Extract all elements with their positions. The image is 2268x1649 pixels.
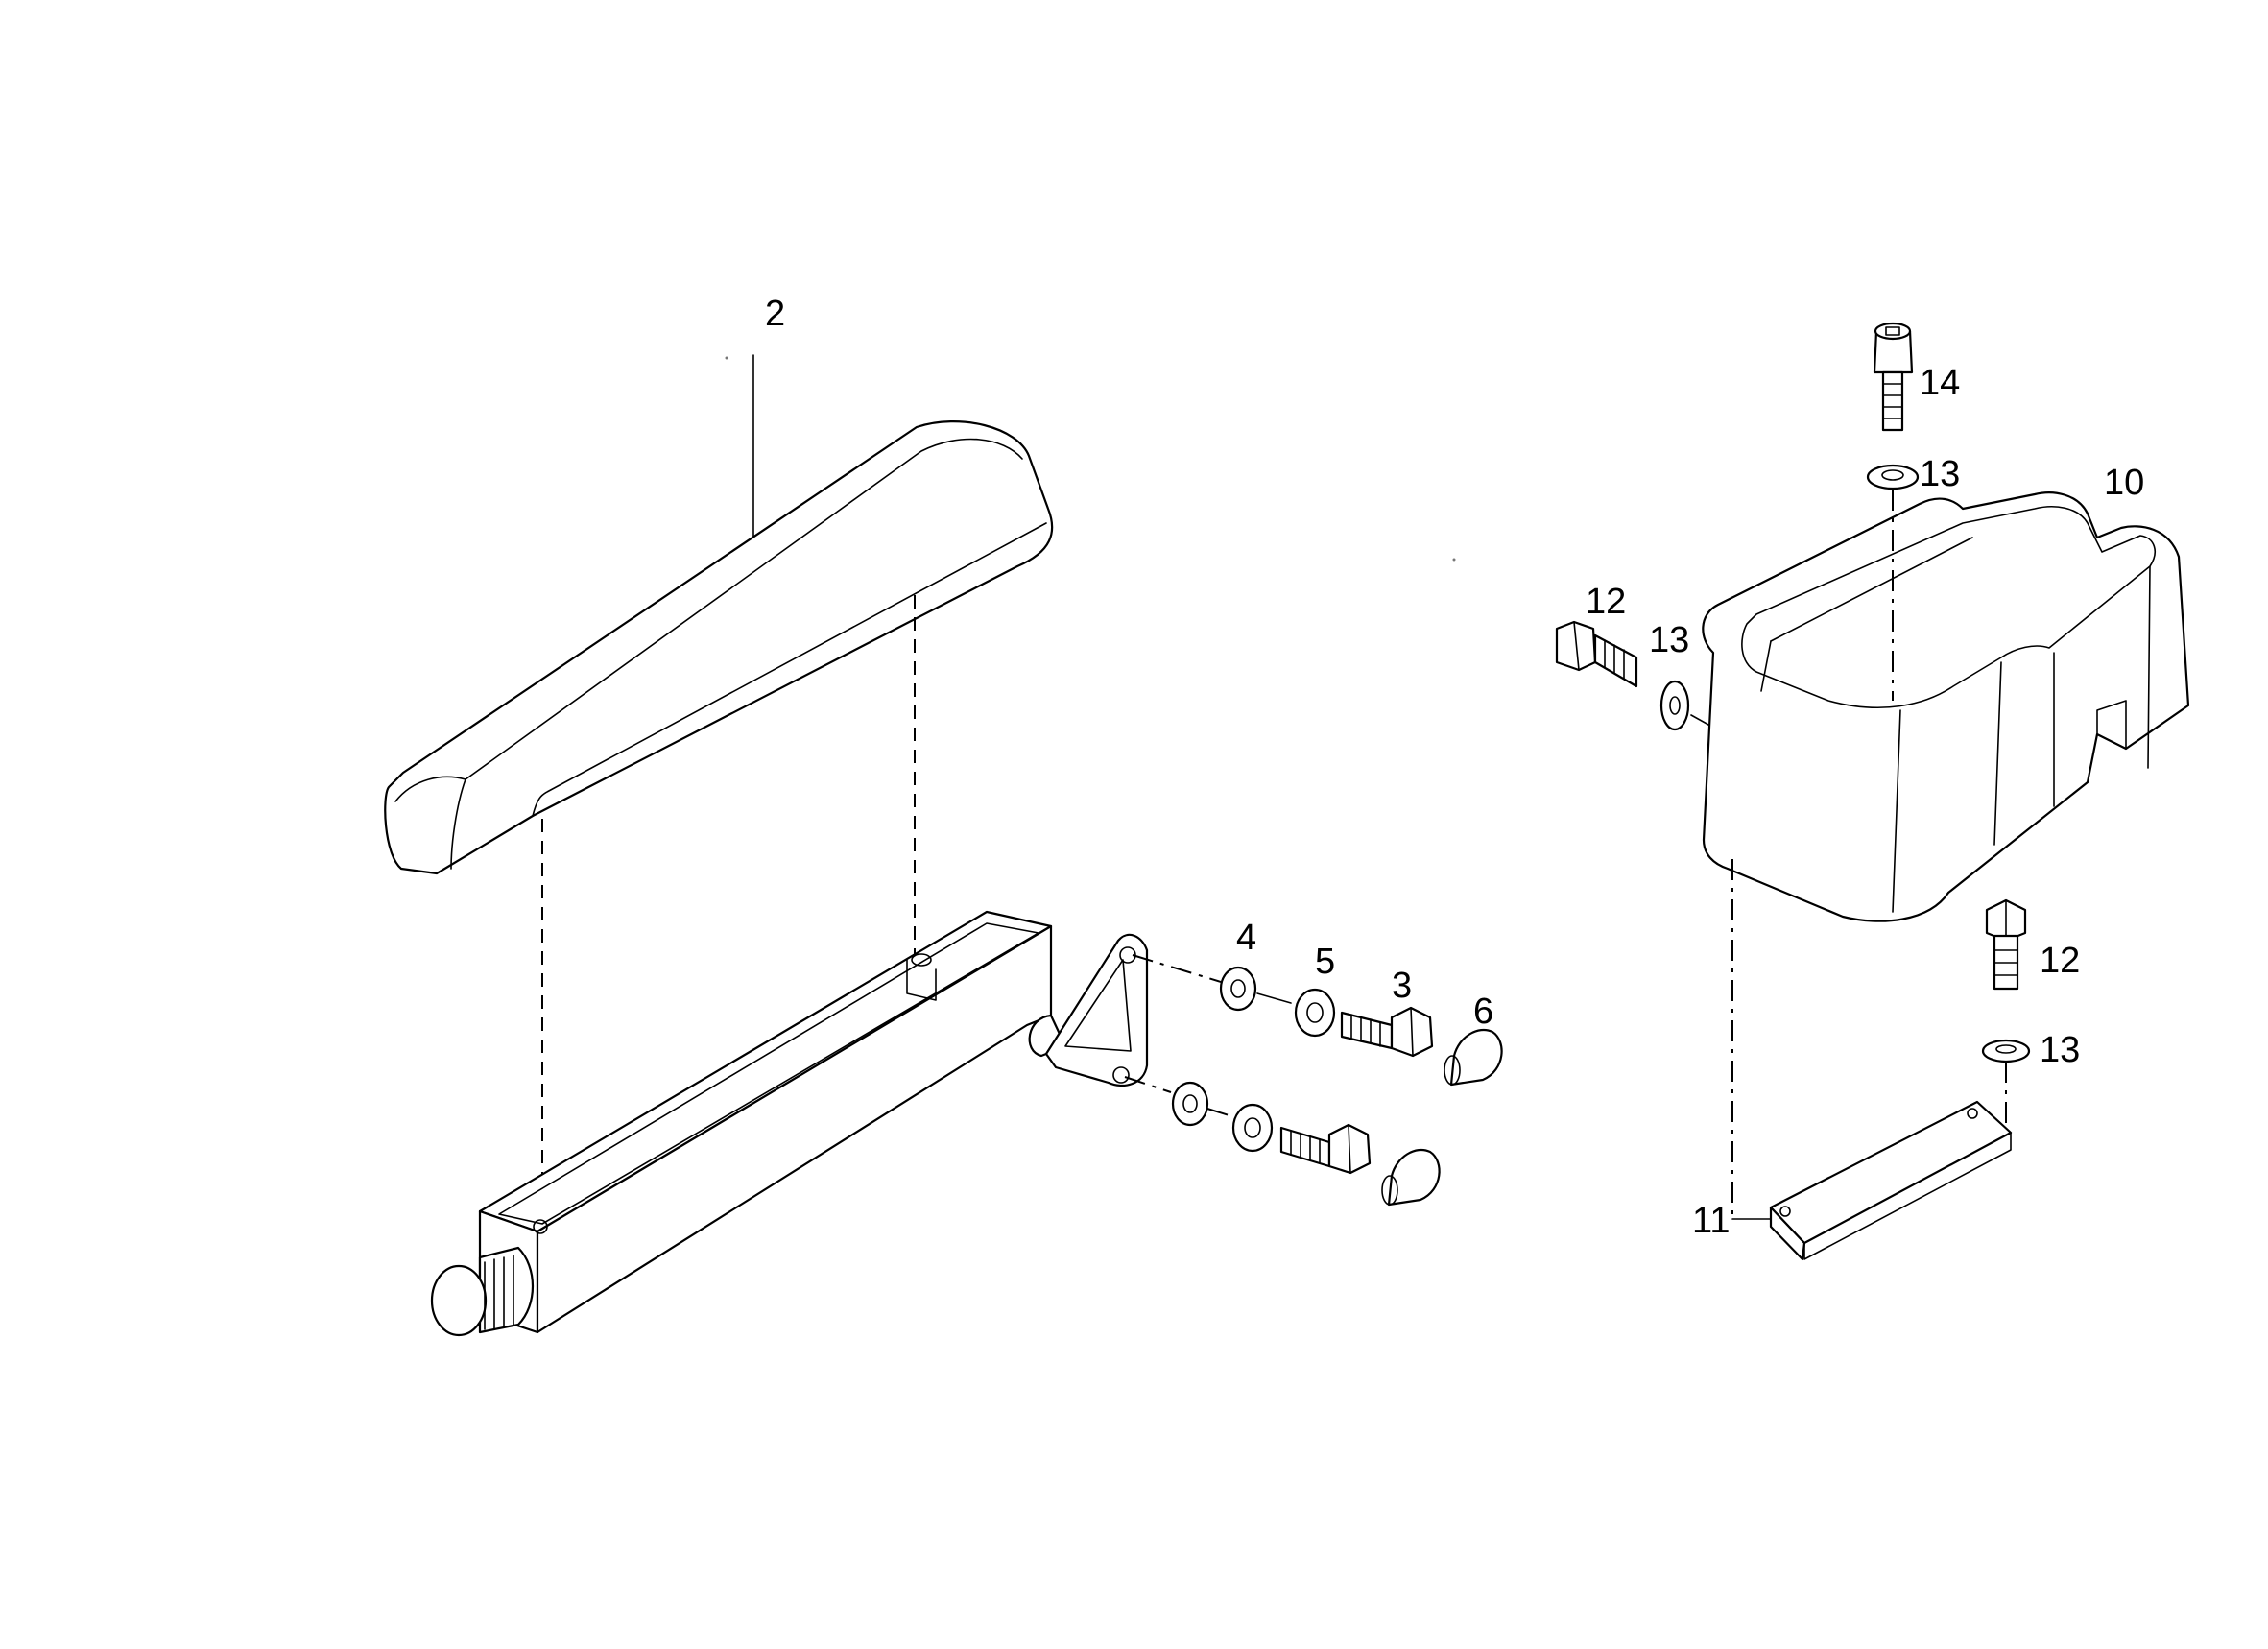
- stray-dot-2: [1452, 558, 1456, 562]
- washer-part-13-mid: [1659, 680, 1690, 731]
- washer-part-13-top: [1866, 464, 1920, 490]
- stray-dot-1: [725, 356, 728, 360]
- washer-part-5-lower: [1231, 1103, 1274, 1153]
- part-label-4: 4: [1236, 918, 1257, 958]
- armrest-arm-body: [430, 910, 1067, 1337]
- bolt-part-14: [1873, 322, 1914, 432]
- bolt-part-3-lower: [1279, 1123, 1372, 1175]
- part-label-13-mid: 13: [1649, 620, 1690, 660]
- part-label-3: 3: [1392, 966, 1413, 1006]
- washer-part-13-bottom: [1981, 1039, 2031, 1063]
- storage-box: [1702, 491, 2190, 922]
- part-label-5: 5: [1315, 942, 1336, 982]
- axis-line-lower: [1124, 1076, 1172, 1093]
- part-label-13-bottom: 13: [2040, 1030, 2081, 1070]
- mounting-bracket: [1769, 1100, 2013, 1261]
- washer-part-4-upper: [1219, 966, 1257, 1012]
- bolt-part-12-side: [1555, 620, 1638, 688]
- part-label-6: 6: [1473, 992, 1494, 1032]
- part-label-10: 10: [2104, 463, 2145, 503]
- part-label-12-bottom: 12: [2040, 941, 2081, 981]
- part-label-11: 11: [1692, 1201, 1731, 1241]
- part-label-14: 14: [1920, 363, 1961, 403]
- part-label-12-top: 12: [1586, 582, 1627, 622]
- bolt-part-3-upper: [1340, 1006, 1434, 1058]
- washer-part-4-lower: [1171, 1081, 1209, 1127]
- mounting-plate: [1044, 933, 1149, 1087]
- armrest-pad: [384, 420, 1054, 875]
- washer-part-5-upper: [1294, 988, 1336, 1038]
- cap-nut-part-6-lower: [1381, 1149, 1441, 1207]
- bolt-part-12-bottom: [1985, 898, 2027, 991]
- cap-nut-part-6-upper: [1444, 1029, 1503, 1087]
- part-label-2: 2: [765, 294, 786, 334]
- part-label-13-top: 13: [1920, 454, 1961, 494]
